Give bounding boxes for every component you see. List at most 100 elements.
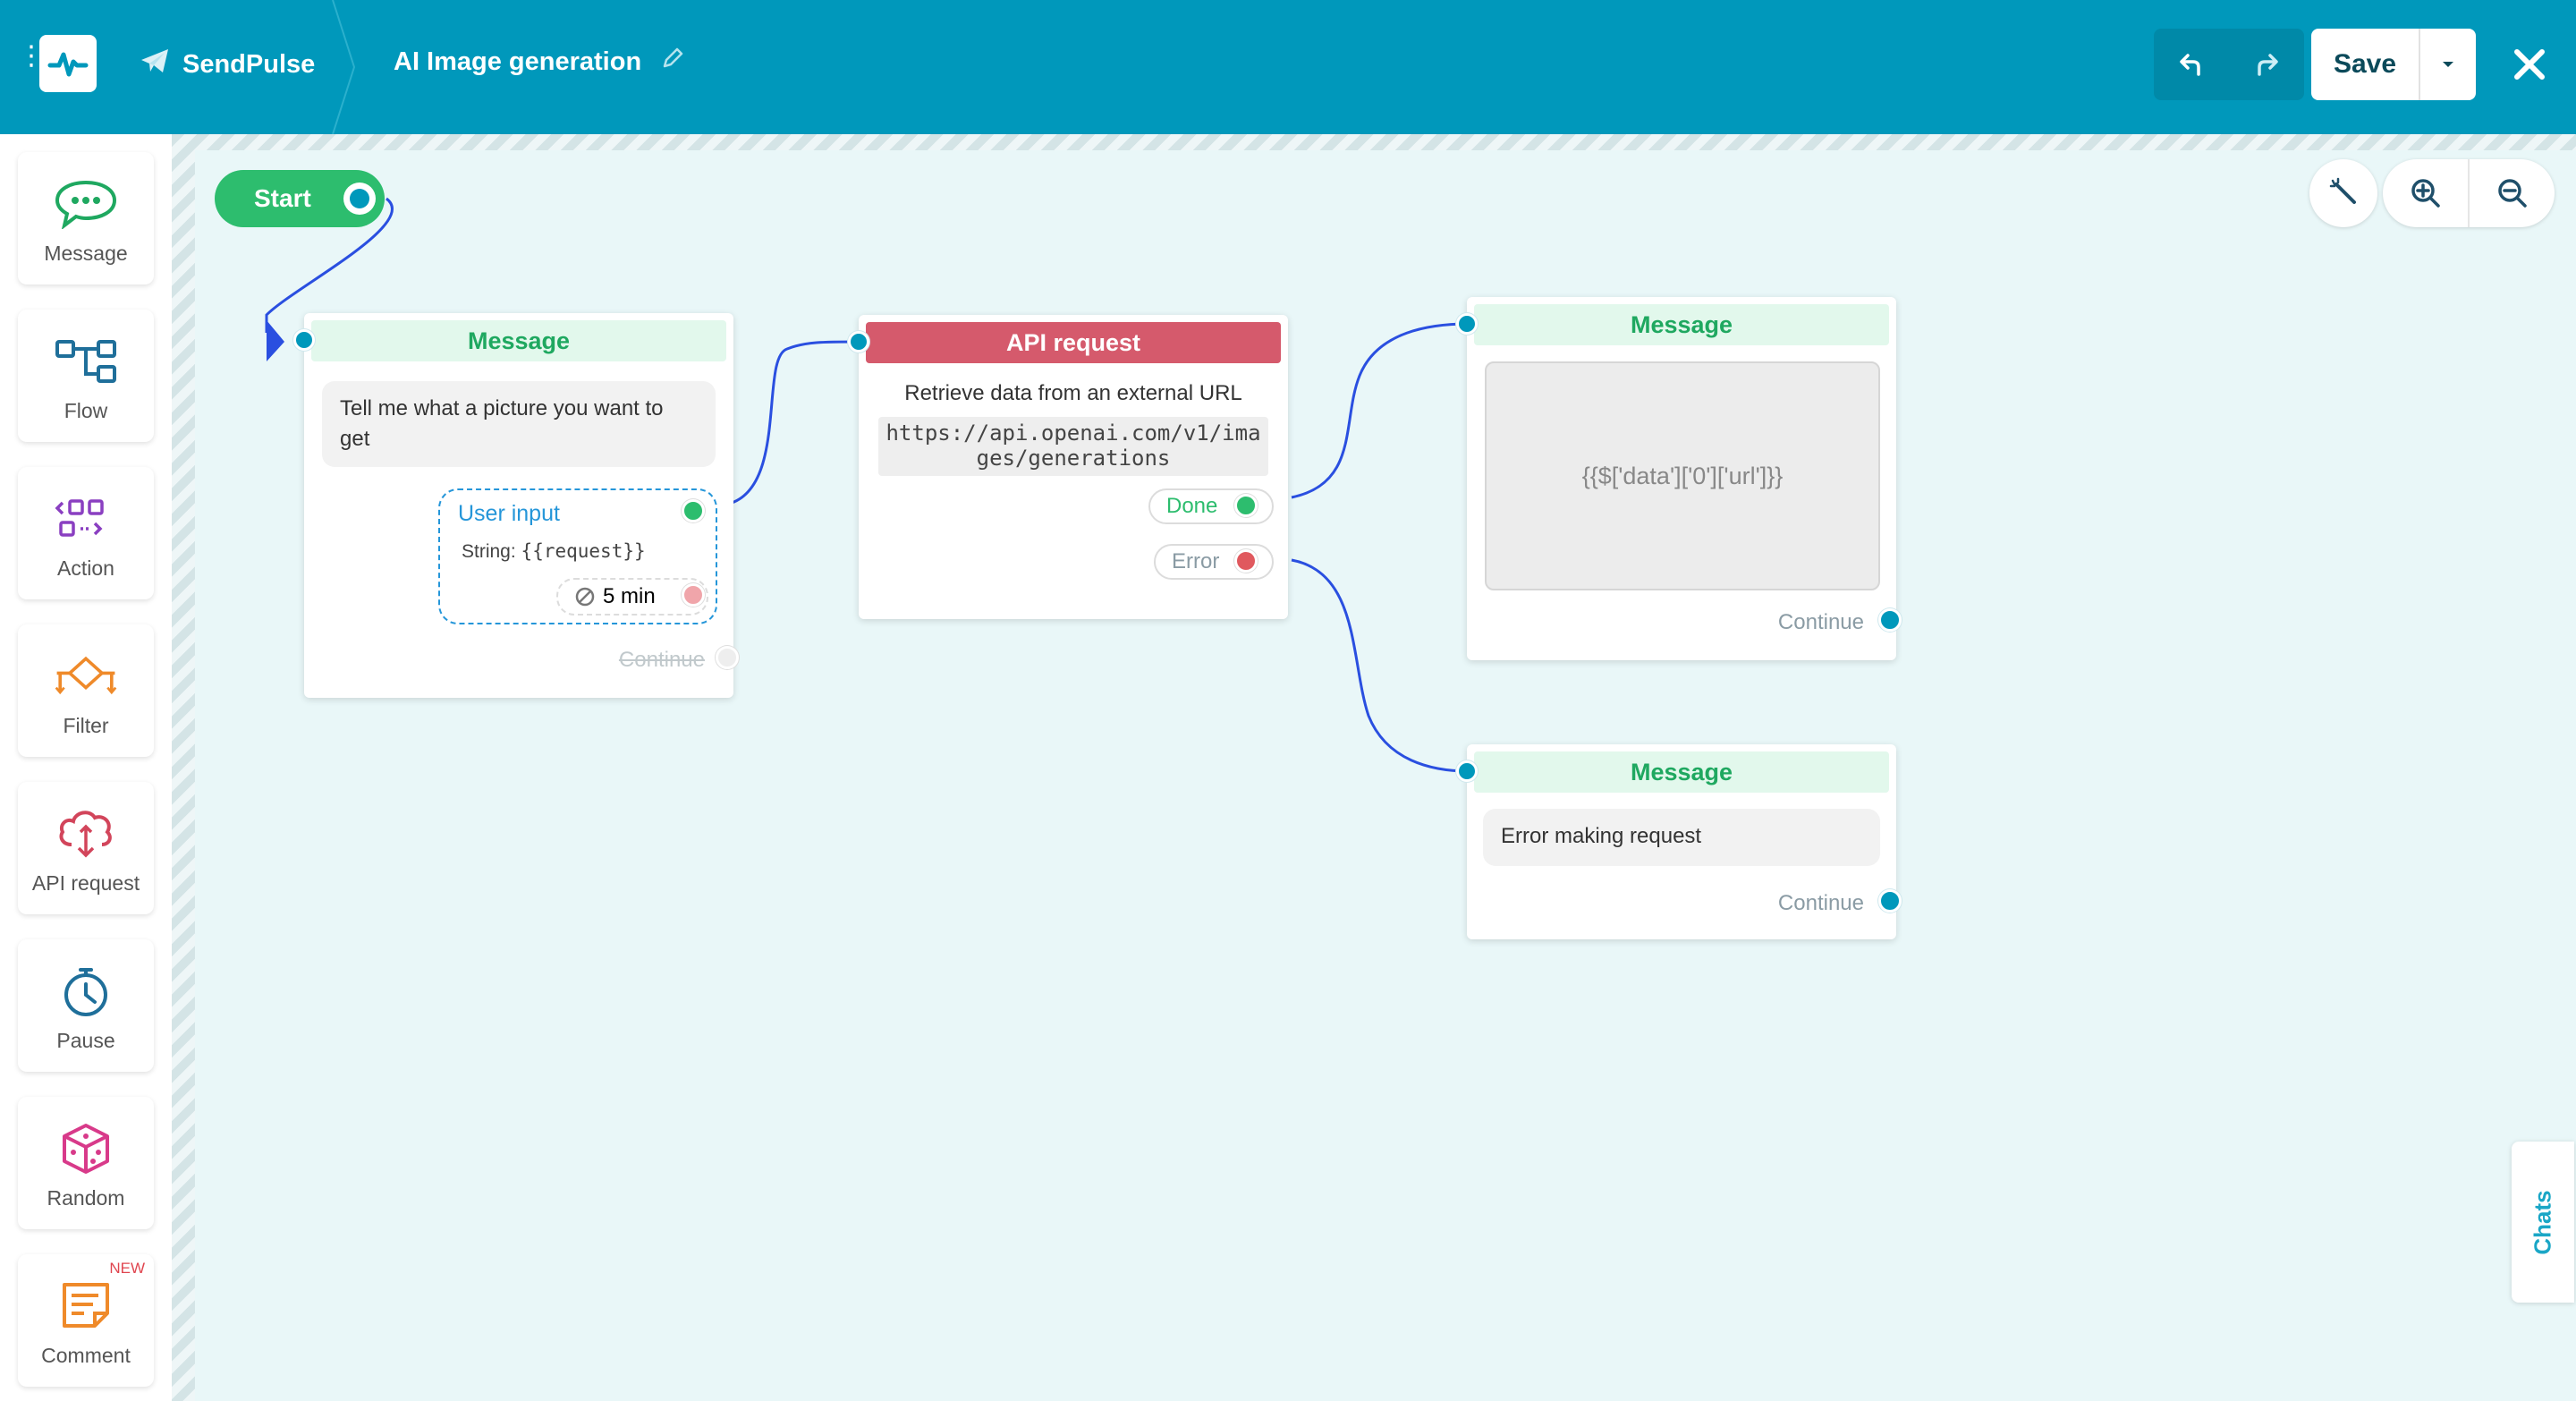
node-title: API request — [866, 322, 1281, 363]
continue-output-port[interactable] — [1878, 608, 1902, 632]
save-divider — [2419, 29, 2420, 100]
done-label: Done — [1166, 494, 1218, 518]
error-label: Error — [1172, 549, 1220, 573]
sidebar-item-flow[interactable]: Flow — [18, 310, 154, 442]
sidebar-item-label: Action — [57, 556, 114, 580]
timeout-value: 5 min — [603, 584, 656, 608]
sidebar-item-label: API request — [31, 871, 140, 895]
magic-wand-icon — [2329, 177, 2356, 204]
message-text: Tell me what a picture you want to get — [322, 381, 716, 467]
comment-icon — [54, 1278, 118, 1335]
message-node-2[interactable]: Message {{$['data']['0']['url']}} Contin… — [1456, 297, 1902, 660]
sidebar-item-action[interactable]: Action — [18, 467, 154, 599]
continue-output-port[interactable] — [716, 646, 739, 669]
start-label: Start — [254, 184, 311, 212]
save-button-group: Save — [2311, 29, 2476, 100]
api-request-node[interactable]: API request Retrieve data from an extern… — [848, 315, 1288, 619]
zoom-divider — [2468, 159, 2470, 227]
auto-arrange-button[interactable] — [2309, 159, 2377, 227]
random-icon — [54, 1120, 118, 1177]
api-url: https://api.openai.com/v1/images/generat… — [878, 417, 1268, 476]
undo-icon — [2180, 54, 2200, 76]
timeout-icon — [575, 587, 595, 607]
sidebar-item-api-request[interactable]: API request — [18, 782, 154, 914]
canvas-edge-top — [172, 134, 2576, 150]
sidebar-item-label: Message — [44, 242, 128, 265]
breadcrumb-separator — [332, 0, 356, 134]
flow-title-label: AI Image generation — [394, 47, 642, 76]
sidebar-item-label: Flow — [64, 399, 108, 422]
sidebar-item-filter[interactable]: Filter — [18, 624, 154, 757]
continue-label: Continue — [1777, 610, 1864, 634]
user-input-type: String: {{request}} — [462, 540, 646, 563]
continue-label: Continue — [618, 648, 705, 672]
zoom-in-button[interactable] — [2383, 159, 2468, 227]
continue-label: Continue — [1777, 891, 1864, 915]
sidebar-item-comment[interactable]: NEW Comment — [18, 1254, 154, 1387]
menu-dots-icon[interactable]: ⋮ — [18, 41, 45, 71]
chats-tab-label: Chats — [2529, 1189, 2556, 1255]
redo-icon — [2258, 54, 2278, 76]
top-bar: ⋮ SendPulse AI Image generation Save — [0, 0, 2576, 134]
save-options-button[interactable] — [2420, 58, 2476, 71]
redo-button[interactable] — [2229, 29, 2304, 100]
sidebar-item-label: Comment — [41, 1344, 131, 1367]
sidebar-item-random[interactable]: Random — [18, 1097, 154, 1229]
message-node-2-input-port[interactable] — [1456, 313, 1478, 335]
timeout-pill[interactable]: 5 min — [556, 578, 708, 616]
sidebar-item-label: Pause — [56, 1029, 115, 1052]
chats-tab[interactable]: Chats — [2512, 1142, 2574, 1303]
message-node-1[interactable]: Message Tell me what a picture you want … — [293, 313, 739, 698]
history-controls — [2154, 29, 2304, 100]
sidebar-item-message[interactable]: Message — [18, 152, 154, 284]
action-icon — [54, 490, 118, 548]
close-icon — [2514, 49, 2545, 80]
node-title: Message — [311, 320, 726, 361]
message-node-1-input-port[interactable] — [293, 329, 315, 351]
undo-button[interactable] — [2154, 29, 2229, 100]
timeout-output-port[interactable] — [682, 583, 705, 607]
user-input-block[interactable]: User input String: {{request}} 5 min — [438, 488, 717, 624]
api-description: Retrieve data from an external URL — [904, 381, 1242, 405]
close-button[interactable] — [2501, 36, 2558, 93]
save-button[interactable]: Save — [2333, 49, 2397, 79]
filter-icon — [54, 648, 118, 705]
node-title: Message — [1474, 751, 1889, 793]
zoom-in-icon — [2411, 179, 2440, 208]
flow-icon — [54, 333, 118, 390]
done-output-port[interactable] — [1234, 494, 1258, 517]
continue-output-port[interactable] — [1878, 889, 1902, 913]
user-input-variable: {{request}} — [521, 540, 646, 562]
start-node[interactable]: Start — [215, 170, 385, 227]
page-title: AI Image generation — [394, 47, 684, 77]
zoom-out-icon — [2497, 179, 2527, 208]
zoom-out-button[interactable] — [2470, 159, 2555, 227]
new-badge: NEW — [109, 1260, 145, 1277]
telegram-icon — [140, 47, 170, 81]
start-output-port[interactable] — [343, 183, 376, 215]
brand-label: SendPulse — [182, 49, 316, 79]
user-input-output-port[interactable] — [682, 499, 705, 522]
message-text: Error making request — [1483, 809, 1880, 866]
api-request-icon — [54, 805, 118, 862]
node-title: Message — [1474, 304, 1889, 345]
user-input-title: User input — [458, 501, 560, 526]
sidebar-item-label: Random — [47, 1186, 125, 1210]
message-node-3[interactable]: Message Error making request Continue — [1456, 744, 1902, 939]
pause-icon — [54, 963, 118, 1020]
app-logo-icon[interactable] — [39, 35, 97, 92]
error-output-port[interactable] — [1234, 549, 1258, 573]
message-node-3-input-port[interactable] — [1456, 760, 1478, 782]
brand[interactable]: SendPulse — [140, 47, 315, 82]
api-node-input-port[interactable] — [848, 331, 869, 352]
image-placeholder: {{$['data']['0']['url']}} — [1485, 361, 1880, 590]
pencil-icon[interactable] — [661, 47, 684, 77]
zoom-controls — [2383, 159, 2555, 227]
canvas-edge-left — [172, 134, 195, 1401]
chevron-down-icon — [2443, 62, 2453, 67]
sidebar-item-label: Filter — [63, 714, 109, 737]
element-sidebar: Message Flow Action Filter API request P… — [0, 134, 172, 1401]
sidebar-item-pause[interactable]: Pause — [18, 939, 154, 1072]
user-input-type-label: String: — [462, 541, 516, 562]
message-icon — [54, 175, 118, 233]
